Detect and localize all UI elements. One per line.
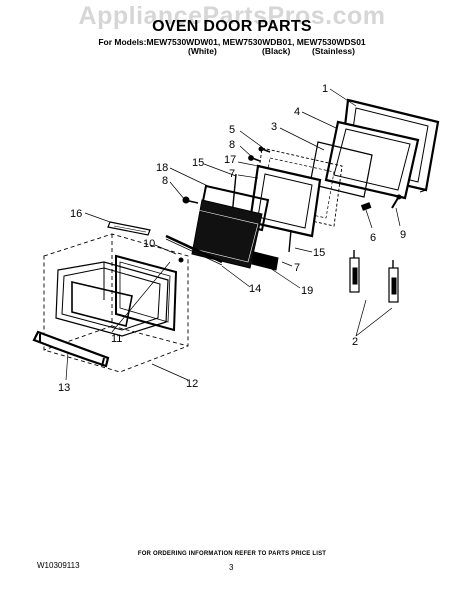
ordering-note: FOR ORDERING INFORMATION REFER TO PARTS …: [137, 551, 327, 557]
callout-8-lower: 8: [162, 175, 168, 187]
callout-4: 4: [294, 106, 300, 118]
part-door-assembly-outline: [43, 233, 189, 373]
callout-10: 10: [143, 238, 155, 250]
part-door-handle: [32, 330, 110, 368]
variant-white: (White): [188, 46, 217, 56]
callout-5: 5: [229, 124, 235, 136]
part-door-outer-panel: [55, 254, 178, 337]
part-rod-10: [165, 234, 223, 266]
callout-1: 1: [322, 83, 328, 95]
part-inner-panel: [253, 147, 343, 227]
callout-7-upper: 7: [229, 168, 235, 180]
part-clip: [360, 202, 372, 211]
part-outer-glass: [309, 141, 373, 198]
watermark: AppliancePartsPros.com: [78, 2, 386, 30]
callout-16: 16: [70, 208, 82, 220]
model-list: For Models:MEW7530WDW01, MEW7530WDB01, M…: [98, 37, 366, 47]
callout-11: 11: [111, 333, 122, 345]
callout-13: 13: [58, 382, 70, 394]
part-screw-8-upper: [248, 155, 261, 162]
callout-6: 6: [370, 232, 376, 244]
callout-2: 2: [352, 336, 358, 348]
part-door-liner: [189, 184, 279, 271]
callout-15-lower: 15: [313, 247, 325, 259]
callout-14: 14: [249, 283, 261, 295]
part-hinges: [349, 250, 399, 303]
callout-8-upper: 8: [229, 139, 235, 151]
part-screw-9: [391, 194, 402, 209]
page-title: OVEN DOOR PARTS: [152, 18, 312, 35]
callout-7-lower: 7: [294, 262, 300, 274]
callout-3: 3: [271, 121, 277, 133]
callout-18: 18: [156, 162, 168, 174]
variant-black: (Black): [262, 46, 291, 56]
callout-9: 9: [400, 229, 406, 241]
leader-lines: [65, 88, 401, 381]
callout-15-upper: 15: [192, 157, 204, 169]
part-inner-glass-frame: [248, 164, 322, 238]
part-screw-8-lower: [182, 196, 199, 204]
callout-19: 19: [301, 285, 313, 297]
page-number: 3: [229, 563, 234, 572]
callout-17: 17: [224, 154, 236, 166]
document-number: W10309113: [37, 561, 80, 570]
variant-stainless: (Stainless): [312, 46, 355, 56]
part-inner-door-frame: [324, 120, 420, 200]
callout-12: 12: [186, 378, 198, 390]
part-screw-5: [258, 146, 271, 153]
part-bracket: [107, 221, 151, 236]
